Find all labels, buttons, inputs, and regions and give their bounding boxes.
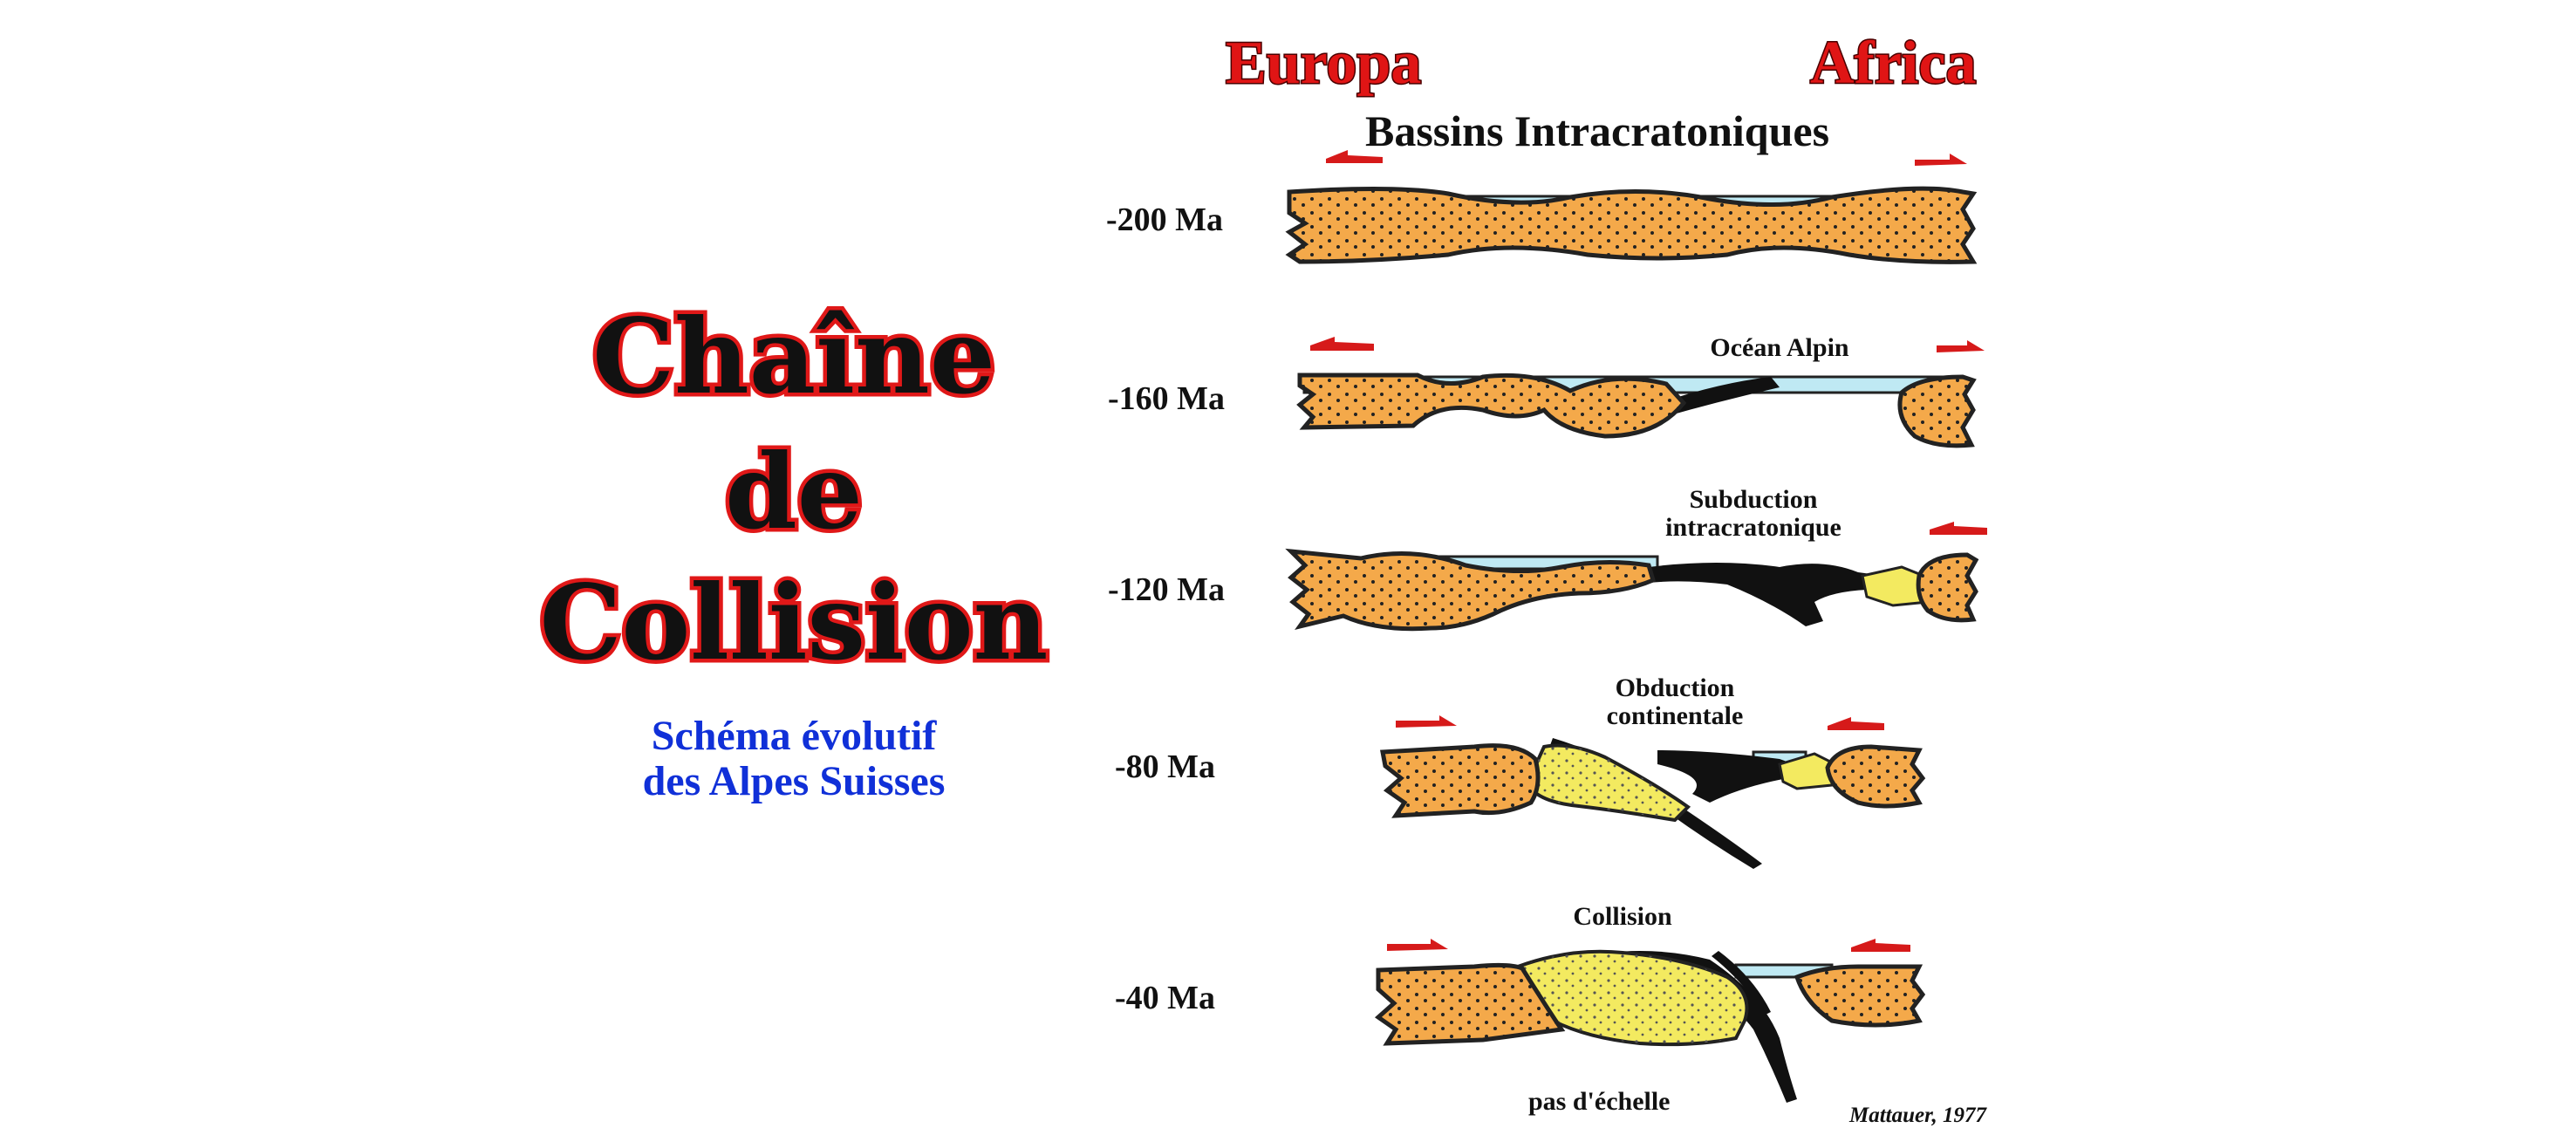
- stage-160-arrow-right: [1937, 340, 1985, 352]
- stage-40-arrow-right: [1851, 939, 1910, 952]
- title-line-2: de: [721, 431, 867, 552]
- stage-40-slab-thin: [1712, 951, 1771, 1015]
- subtitle-line-2: des Alpes Suisses: [642, 758, 946, 804]
- stage-120-section: [1285, 522, 1987, 632]
- label-bassins: Bassins Intracratoniques: [1365, 106, 1830, 155]
- age-160: -160 Ma: [1108, 380, 1226, 417]
- stage-40-section: [1374, 939, 1926, 1103]
- age-200: -200 Ma: [1106, 202, 1224, 238]
- region-africa: Africa: [1808, 30, 1977, 97]
- region-europa: Europa: [1224, 30, 1422, 97]
- stage-160-section: [1296, 337, 1985, 448]
- label-obduction-1: Obduction: [1615, 673, 1735, 702]
- stage-80-arrow-left: [1396, 715, 1457, 728]
- label-collision: Collision: [1573, 902, 1672, 931]
- stage-160-arrow-left: [1310, 337, 1374, 351]
- title-line-3: Collision: [536, 562, 1052, 683]
- stage-200-arrow-left: [1326, 150, 1383, 163]
- label-subduction-1: Subduction: [1689, 485, 1818, 514]
- age-40: -40 Ma: [1115, 980, 1216, 1016]
- stage-80-section: [1380, 715, 1926, 869]
- stage-120-slab: [1649, 563, 1884, 626]
- credit: Mattauer, 1977: [1849, 1104, 1986, 1127]
- label-ocean-alpin: Océan Alpin: [1710, 333, 1849, 362]
- label-subduction-2: intracratonique: [1665, 513, 1841, 542]
- age-80: -80 Ma: [1115, 749, 1216, 785]
- stage-120-arrow: [1930, 522, 1987, 535]
- stage-40-arrow-left: [1387, 939, 1448, 951]
- stage-200-arrow-right: [1915, 154, 1967, 166]
- stage-200-section: [1285, 150, 1978, 264]
- age-120: -120 Ma: [1108, 571, 1226, 608]
- scale-note: pas d'échelle: [1528, 1087, 1671, 1116]
- subtitle-line-1: Schéma évolutif: [651, 713, 937, 759]
- label-obduction-2: continentale: [1606, 701, 1744, 730]
- title-line-1: Chaîne: [589, 296, 1000, 417]
- stage-80-slab-right: [1657, 750, 1800, 803]
- stage-80-arrow-right: [1828, 717, 1884, 730]
